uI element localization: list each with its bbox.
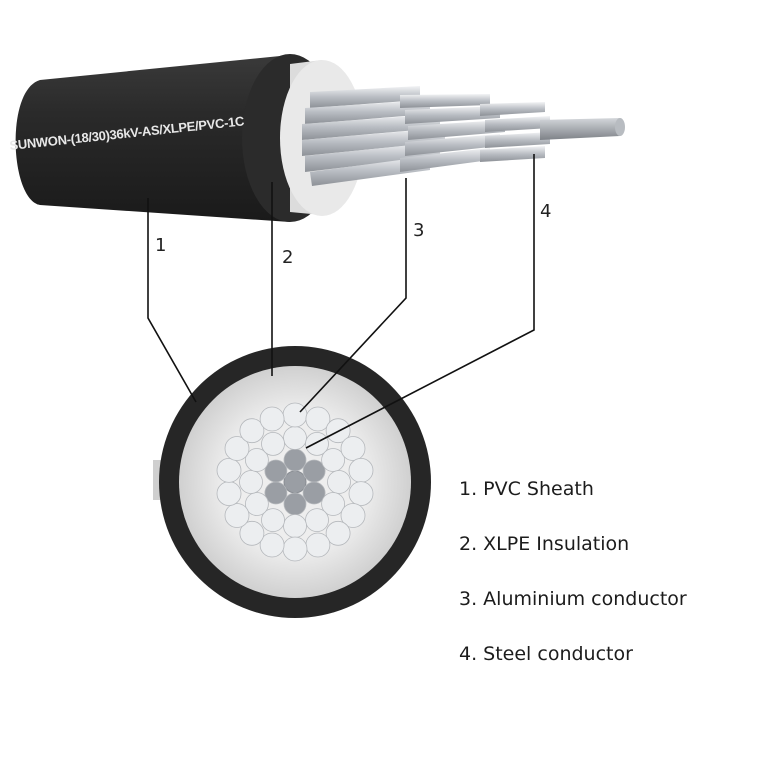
aluminium-strand [321,492,346,516]
conductor-strands [216,402,374,562]
aluminium-strand [305,532,331,558]
callout-4: 4 [540,201,551,222]
leader-4 [305,154,535,449]
steel-strand [264,459,288,483]
aluminium-strand [261,431,285,456]
aluminium-strand [224,436,250,461]
steel-core-3d [540,118,620,140]
aluminium-strand [305,508,329,532]
steel-strand [283,492,307,516]
callout-1: 1 [155,235,166,256]
aluminium-strand [305,406,331,432]
leader-3 [299,178,407,413]
aluminium-strand [244,492,269,516]
aluminium-strand [283,514,307,538]
steel-strand [283,470,307,494]
aluminium-strand [321,448,346,472]
steel-strand [283,448,307,472]
aluminium-strand [348,457,374,483]
aluminium-strand [239,418,265,444]
aluminium-strand [283,426,307,450]
steel-core-end [615,118,625,136]
leader-1 [147,198,197,403]
pvc-sheath-3d [15,55,290,222]
aluminium-strand [305,431,329,456]
sheath-cut-edge [153,460,163,500]
callout-2: 2 [282,247,293,268]
legend-item-aluminium-conductor: 3. Aluminium conductor [459,588,687,610]
aluminium-strand [340,436,366,461]
aluminium-strand [259,406,285,432]
aluminium-strand [239,470,263,494]
aluminium-strand [340,503,366,528]
aluminium-strand [327,470,351,494]
aluminium-strand [261,508,285,532]
aluminium-strand [239,520,265,546]
cable-cross-section [153,346,431,618]
legend-item-xlpe-insulation: 2. XLPE Insulation [459,533,630,555]
aluminium-strand [325,520,351,546]
legend-item-steel-conductor: 4. Steel conductor [459,643,633,665]
aluminium-strand [244,448,269,472]
legend: 1. PVC Sheath 2. XLPE Insulation 3. Alum… [459,476,687,696]
aluminium-strand [282,536,308,562]
aluminium-strand [224,503,250,528]
callout-3: 3 [413,220,424,241]
aluminium-strand [282,402,308,428]
aluminium-strand [216,457,242,483]
cable-3d-view: SUNWON-(18/30)36kV-AS/XLPE/PVC-1C [9,54,625,222]
aluminium-strand [348,481,374,507]
aluminium-strand [216,481,242,507]
steel-strand [302,481,326,505]
aluminium-strands-3d [302,86,550,186]
leader-lines [147,154,535,449]
legend-item-pvc-sheath: 1. PVC Sheath [459,478,594,500]
aluminium-strand [259,532,285,558]
